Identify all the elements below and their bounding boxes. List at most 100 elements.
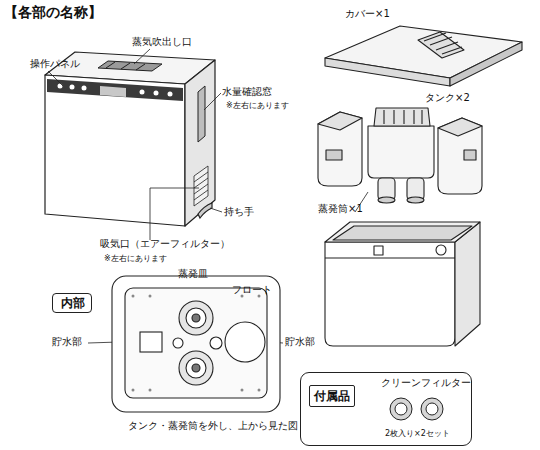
part-label: タンク×2 (425, 92, 470, 104)
tank-part (464, 150, 476, 160)
part-label: 操作パネル (30, 58, 80, 70)
air-intake (194, 166, 208, 206)
filter-ring (390, 398, 443, 420)
part-label: 貯水部 (285, 336, 315, 348)
filter-ring (426, 403, 438, 415)
control-panel (100, 86, 126, 97)
cover-part (325, 26, 522, 86)
node-text: 付属品 (310, 389, 353, 403)
cover-part (436, 42, 458, 50)
part-label: 水量確認窓 (222, 86, 272, 98)
part-label: カバー×1 (345, 8, 390, 20)
control-panel (140, 90, 145, 95)
cover-part (442, 47, 462, 54)
evaporator-part (413, 110, 414, 124)
interior-top-view (186, 308, 206, 328)
basin-part (325, 257, 455, 258)
leader-line (134, 49, 150, 64)
handle (198, 203, 212, 218)
steam-outlet (136, 64, 145, 70)
tank-part (438, 118, 482, 136)
node-text: 内部 (53, 296, 93, 310)
steam-outlet (98, 61, 162, 71)
evaporator-part (374, 108, 430, 126)
part-label: 貯水部 (52, 336, 82, 348)
interior-top-view (186, 358, 206, 378)
basin-part (325, 242, 455, 346)
interior-top-view (140, 332, 162, 352)
handle (198, 203, 212, 218)
air-intake (194, 172, 208, 182)
leader-line (210, 208, 222, 212)
part-label: 蒸発筒×1 (318, 203, 363, 215)
air-intake (194, 190, 208, 200)
evaporator-part (407, 197, 424, 203)
evaporator-part (368, 126, 434, 178)
interior-top-view (173, 338, 183, 348)
evaporator-part (378, 197, 395, 203)
tank-part (438, 118, 482, 194)
evaporator-part (383, 110, 384, 124)
tank-part (318, 112, 362, 186)
basin-part (333, 226, 472, 240)
evaporator-part (368, 108, 434, 203)
part-label: 持ち手 (224, 206, 254, 218)
leader-line (150, 188, 199, 240)
part-label: ※左右にあります (104, 254, 167, 264)
water-window (198, 86, 205, 142)
air-intake (194, 166, 208, 206)
part-label: 蒸発皿 (178, 268, 208, 280)
node-text: 2枚入り×2セット (385, 429, 450, 439)
tank-part (326, 150, 342, 160)
basin-part (455, 222, 480, 346)
basin-part (325, 222, 480, 242)
control-panel (168, 92, 173, 97)
air-intake (194, 184, 208, 194)
interior-top-view (225, 322, 265, 362)
steam-outlet (106, 62, 115, 68)
control-panel (154, 91, 159, 96)
filter-ring (395, 403, 407, 415)
basin-part (374, 246, 383, 255)
part-label: 吸気口（エアーフィルター） (100, 238, 230, 250)
evaporator-part (421, 110, 422, 124)
interior-top-view (192, 314, 200, 322)
control-panel (82, 86, 87, 91)
tank-part (318, 112, 362, 130)
interior-top-view (179, 301, 213, 335)
steam-outlet (121, 63, 130, 69)
interior-top-view (112, 276, 280, 412)
part-label: 蒸気吹出し口 (132, 36, 192, 48)
diagram-title: 【各部の名称】 (4, 4, 102, 21)
node-text: クリーンフィルター (381, 377, 471, 389)
part-label: タンク・蒸発筒を外し、上から見た図 (128, 420, 298, 432)
control-panel (47, 79, 183, 101)
leader-line (204, 93, 221, 110)
humidifier-body (185, 60, 215, 226)
mounting-hole (132, 295, 135, 298)
filter-ring (421, 398, 443, 420)
control-panel (47, 79, 183, 101)
mounting-hole (149, 295, 152, 298)
section-tab: 内部 (52, 293, 92, 313)
mounting-hole (132, 295, 261, 392)
accessory-tab: 付属品 (309, 385, 355, 407)
interior-top-view (192, 364, 200, 372)
interior-top-view (210, 337, 222, 349)
accessory-panel: クリーンフィルター 2枚入り×2セット 付属品 (300, 372, 472, 446)
filter-ring (390, 398, 412, 420)
cover-part (418, 32, 464, 58)
part-label: フロート (232, 284, 272, 296)
water-window (198, 86, 205, 142)
interior-top-view (112, 276, 280, 412)
cover-part (325, 58, 450, 86)
mounting-hole (258, 389, 261, 392)
mounting-hole (241, 389, 244, 392)
evaporator-part (403, 110, 404, 124)
mounting-hole (149, 389, 152, 392)
leader-line (48, 71, 63, 86)
part-label: ※左右にあります (226, 101, 289, 111)
humidifier-body (45, 52, 215, 226)
evaporator-part (393, 110, 394, 124)
